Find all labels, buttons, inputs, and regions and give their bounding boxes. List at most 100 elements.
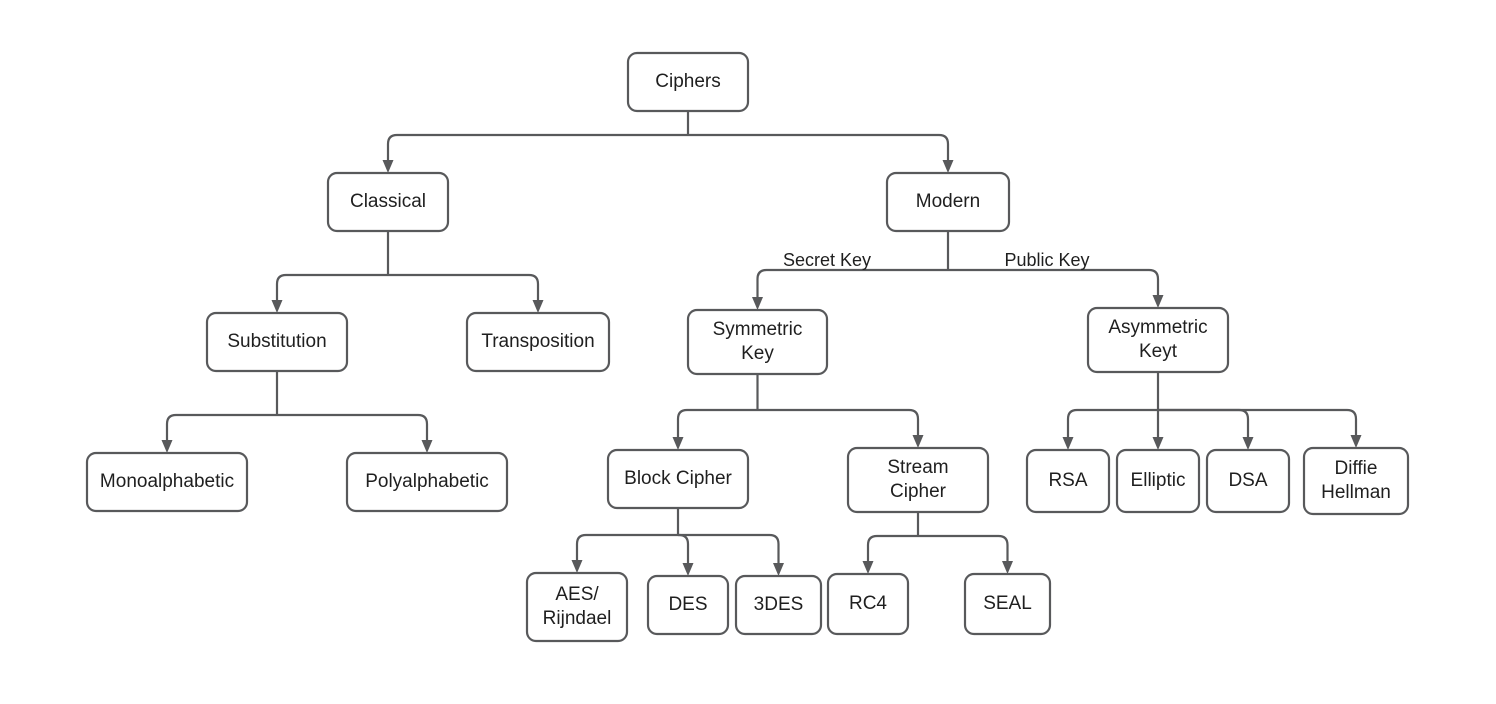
arrowhead-rsa [1062,437,1074,450]
edge-label-public-key: Public Key [1004,250,1089,270]
arrowhead-polyalphabetic [421,440,433,453]
connector-group-block_cipher [571,508,784,576]
connector-modern-to-symmetric_key [756,268,948,297]
node-box-transposition [465,311,611,373]
arrowhead-block_cipher [672,437,684,450]
node-dsa[interactable]: DSA [1205,448,1291,514]
connector-modern-to-asymmetric_keyt [948,268,1160,295]
connector-group-symmetric_key [672,374,924,450]
node-modern[interactable]: Modern [885,171,1011,233]
connector-symmetric_key-to-stream_cipher [757,408,920,435]
connector-group-asymmetric_keyt [1062,372,1362,450]
node-label-seal: SEAL [983,593,1032,614]
node-box-rc4 [826,572,910,636]
arrowhead-asymmetric_keyt [1152,295,1164,308]
connector-stream_cipher-to-rc4 [866,534,918,561]
connector-group-substitution [161,371,433,453]
connector-asymmetric_keyt-to-dsa [1158,408,1250,437]
node-classical[interactable]: Classical [326,171,450,233]
node-label-transposition: Transposition [481,331,594,352]
node-label-symmetric_key: Symmetric [713,319,803,340]
node-3des[interactable]: 3DES [734,574,823,636]
connector-block_cipher-to-des [677,533,690,563]
connector-block_cipher-to-3des [678,533,780,563]
connector-substitution-to-polyalphabetic [277,413,429,440]
node-box-modern [885,171,1011,233]
node-block_cipher[interactable]: Block Cipher [606,448,750,510]
node-label-stream_cipher: Cipher [890,481,947,502]
node-box-classical [326,171,450,233]
arrowhead-elliptic [1152,437,1164,450]
node-label-des: DES [668,594,707,615]
node-box-stream_cipher [846,446,990,514]
node-label-dsa: DSA [1228,470,1267,491]
connector-ciphers-to-modern [688,133,950,160]
node-box-block_cipher [606,448,750,510]
node-label-polyalphabetic: Polyalphabetic [365,471,489,492]
node-label-aes_rijndael: Rijndael [543,608,612,629]
node-label-symmetric_key: Key [741,343,774,364]
connector-classical-to-transposition [388,273,540,300]
node-substitution[interactable]: Substitution [205,311,349,373]
node-box-symmetric_key [686,308,829,376]
node-rc4[interactable]: RC4 [826,572,910,636]
node-label-aes_rijndael: AES/ [555,584,599,605]
node-seal[interactable]: SEAL [963,572,1052,636]
node-box-diffie_hellman [1302,446,1410,516]
node-label-3des: 3DES [754,594,804,615]
arrowhead-aes_rijndael [571,560,583,573]
arrowhead-3des [773,563,784,576]
node-label-classical: Classical [350,191,426,212]
node-label-elliptic: Elliptic [1131,470,1186,491]
arrowhead-diffie_hellman [1350,435,1362,448]
node-polyalphabetic[interactable]: Polyalphabetic [345,451,509,513]
connector-classical-to-substitution [275,273,388,300]
connector-symmetric_key-to-block_cipher [676,408,758,437]
node-label-rsa: RSA [1048,470,1087,491]
node-label-monoalphabetic: Monoalphabetic [100,471,234,492]
node-elliptic[interactable]: Elliptic [1115,448,1201,514]
arrowhead-classical [382,160,394,173]
node-label-ciphers: Ciphers [655,71,720,92]
node-box-dsa [1205,448,1291,514]
arrowhead-symmetric_key [752,297,763,310]
node-label-block_cipher: Block Cipher [624,468,732,489]
connector-asymmetric_keyt-to-rsa [1066,408,1158,437]
node-box-rsa [1025,448,1111,514]
arrowhead-des [682,563,694,576]
node-label-rc4: RC4 [849,593,887,614]
node-label-diffie_hellman: Hellman [1321,482,1391,503]
connector-group-ciphers [382,111,954,173]
node-rsa[interactable]: RSA [1025,448,1111,514]
node-box-3des [734,574,823,636]
node-label-modern: Modern [916,191,980,212]
connector-group-modern [752,231,1164,310]
arrowhead-seal [1002,561,1013,574]
connector-asymmetric_keyt-to-diffie_hellman [1158,408,1358,435]
edge-label-secret-key: Secret Key [783,250,871,270]
arrowhead-rc4 [862,561,874,574]
node-box-des [646,574,730,636]
connector-layer [161,111,1362,576]
node-label-substitution: Substitution [227,331,326,352]
node-label-asymmetric_keyt: Asymmetric [1108,317,1207,338]
node-box-asymmetric_keyt [1086,306,1230,374]
arrowhead-substitution [271,300,283,313]
node-transposition[interactable]: Transposition [465,311,611,373]
node-box-aes_rijndael [525,571,629,643]
node-ciphers[interactable]: Ciphers [626,51,750,113]
node-box-seal [963,572,1052,636]
arrowhead-monoalphabetic [161,440,173,453]
node-monoalphabetic[interactable]: Monoalphabetic [85,451,249,513]
node-label-diffie_hellman: Diffie [1335,458,1378,479]
node-aes_rijndael[interactable]: AES/Rijndael [525,571,629,643]
arrowhead-modern [942,160,954,173]
connector-group-stream_cipher [862,512,1013,574]
node-des[interactable]: DES [646,574,730,636]
